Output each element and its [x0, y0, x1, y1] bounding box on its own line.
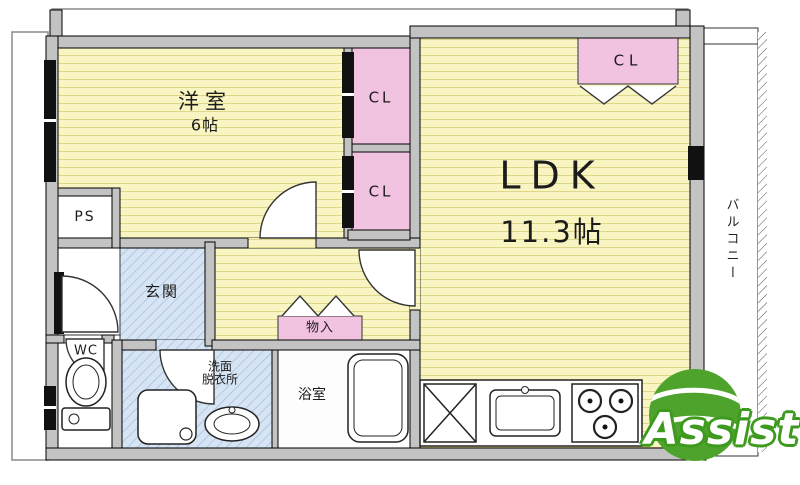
western-room-label: 洋室 6帖 [178, 90, 232, 133]
bathtub-icon [347, 353, 409, 443]
entrance-door-arc [61, 275, 119, 333]
stove-icon [571, 383, 639, 443]
balcony-edge-hatch [758, 32, 767, 452]
entrance-door-leaf [54, 272, 64, 334]
assist-logo-mark [649, 369, 741, 461]
balcony-label: バルコニー [723, 197, 739, 283]
ldk-door-arc [358, 249, 416, 307]
washroom-label-line1: 洗面 [207, 359, 233, 374]
exterior-outline [11, 8, 689, 461]
assist-watermark: Assist [644, 404, 800, 455]
storage-label: 物入 [305, 320, 335, 336]
wash-basin-icon [204, 406, 260, 442]
storage-bifold [281, 294, 355, 318]
bathroom-label: 浴室 [298, 387, 326, 404]
ldk-size-label: 11.3帖 [500, 214, 604, 249]
closet-ldk-label: CL [613, 51, 643, 70]
pipe-space-box [57, 195, 113, 241]
western-room-name: 洋室 [178, 89, 232, 114]
bifold-doors [281, 85, 677, 318]
entrance-label: 玄関 [144, 282, 180, 301]
closet-upper-box [351, 47, 411, 145]
kitchen-counter-icon [419, 379, 643, 447]
storage-box [277, 315, 363, 343]
kitchen-sink-icon [489, 386, 561, 437]
washroom-label-line2: 脱衣所 [201, 373, 239, 387]
window-midlines [44, 93, 354, 409]
wc-label: WC [74, 343, 98, 359]
toilet-icon [61, 357, 111, 431]
washroom-door-arc [159, 349, 215, 405]
closet-lower-label: CL [368, 182, 394, 201]
pipe-space-label: PS [74, 209, 96, 226]
closet-upper-label: CL [368, 88, 394, 107]
ldk-name-label: LDK [499, 153, 605, 198]
closet-ldk-bifold [579, 85, 677, 105]
washroom-label: 洗面 脱衣所 [201, 359, 239, 388]
pier-right-upper [688, 146, 704, 180]
washer-pan-icon [137, 389, 197, 445]
western-room-size: 6帖 [190, 114, 220, 134]
western-room-door-arc [259, 181, 317, 239]
